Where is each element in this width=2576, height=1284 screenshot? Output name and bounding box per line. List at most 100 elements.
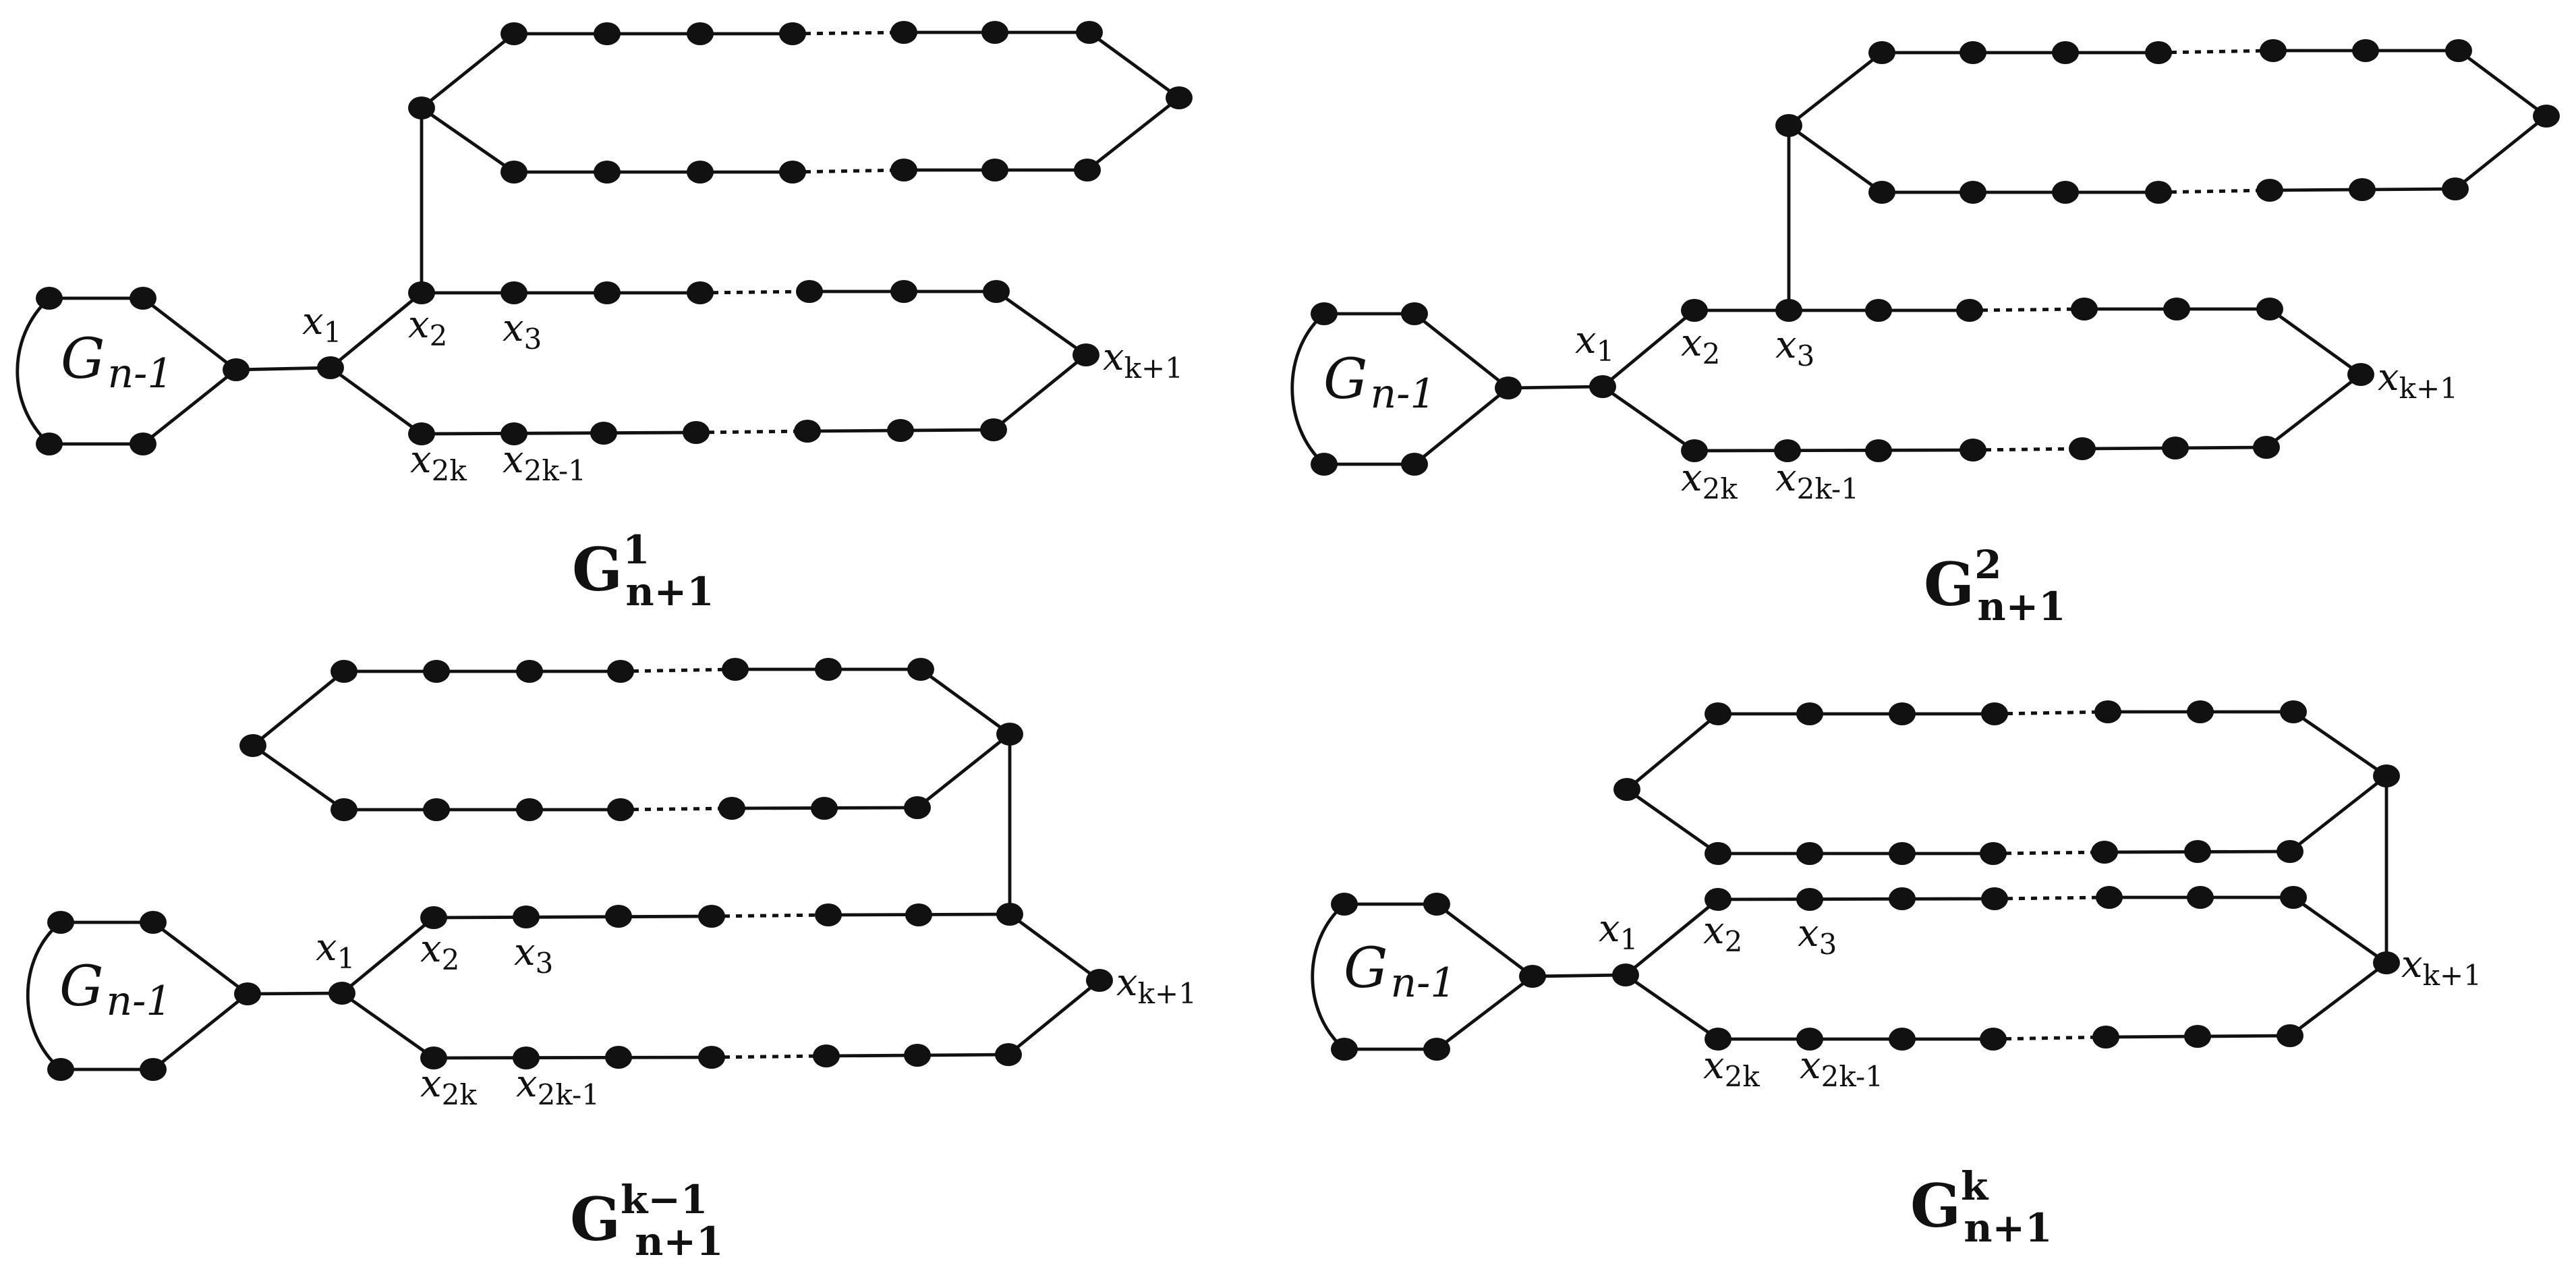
edge	[420, 430, 698, 436]
node	[1959, 181, 1986, 204]
label-x2k1: x2k-1	[1775, 456, 1859, 505]
label-x2: x2	[420, 927, 459, 976]
node	[1613, 778, 1640, 801]
node	[2187, 700, 2214, 723]
node	[2277, 1024, 2303, 1047]
node-x2k1	[1796, 1028, 1823, 1051]
node	[423, 660, 450, 683]
edge	[2268, 307, 2363, 376]
label-xk1: xk+1	[2378, 356, 2458, 405]
node	[1423, 1038, 1450, 1061]
blob-arc	[1290, 312, 1326, 466]
edge	[151, 920, 250, 996]
node-xk1	[2347, 363, 2374, 386]
node	[234, 982, 261, 1005]
node	[2052, 41, 2079, 64]
dotted-edge	[711, 1054, 827, 1059]
node	[996, 723, 1023, 746]
node	[2145, 41, 2172, 64]
node-x2k1	[513, 1046, 540, 1069]
node	[2253, 436, 2280, 459]
edge	[328, 366, 424, 436]
node	[1865, 439, 1892, 462]
edge	[1625, 712, 1720, 791]
node	[1796, 842, 1823, 865]
node	[1401, 302, 1428, 325]
node-x2k1	[500, 422, 527, 445]
node	[594, 22, 621, 45]
node	[36, 287, 63, 310]
edge	[432, 1055, 714, 1060]
node	[1868, 41, 1895, 64]
nodes	[1311, 39, 2560, 476]
dotted-edge	[1994, 895, 2110, 901]
node	[2162, 437, 2189, 459]
dotted-edge	[620, 806, 733, 812]
node	[1775, 114, 1802, 137]
node-x3	[500, 281, 527, 304]
label-x2k: x2k	[1703, 1044, 1760, 1093]
edge	[1435, 974, 1535, 1051]
node	[605, 905, 632, 928]
node	[36, 432, 63, 455]
node	[2091, 841, 2118, 864]
dotted-edge	[1993, 1035, 2107, 1041]
node	[47, 911, 74, 934]
node	[607, 660, 634, 683]
dotted-edge	[1972, 447, 2083, 452]
edge	[1787, 123, 1884, 194]
node	[1495, 376, 1522, 399]
node-x2k	[1681, 439, 1708, 462]
node-x2	[420, 906, 447, 929]
node	[223, 358, 250, 381]
label-x2: x2	[408, 303, 447, 352]
node	[2092, 1026, 2119, 1049]
node	[2096, 886, 2123, 909]
label-x2k: x2k	[1681, 456, 1738, 505]
node	[331, 660, 357, 683]
node-x2	[1681, 299, 1708, 322]
label-x2k: x2k	[420, 1062, 477, 1111]
node	[698, 1046, 725, 1069]
nodes	[1331, 700, 2400, 1061]
edge	[328, 291, 424, 370]
node	[2533, 105, 2560, 128]
node	[500, 22, 527, 45]
dotted-edge	[792, 30, 905, 36]
blob-label: Gn-1	[61, 327, 173, 397]
node	[1889, 702, 1916, 725]
edge	[2457, 49, 2548, 118]
dotted-edge	[1993, 850, 2105, 856]
node	[1868, 181, 1895, 204]
label-x1: x1	[302, 300, 341, 349]
label-x3: x3	[1775, 323, 1814, 372]
node	[1166, 86, 1193, 109]
edge	[994, 289, 1088, 357]
blob-label: Gn-1	[1323, 347, 1436, 418]
node	[1331, 893, 1358, 916]
edge	[2453, 114, 2548, 191]
node	[1796, 702, 1823, 725]
node	[1889, 887, 1916, 910]
node	[331, 798, 357, 821]
node	[2349, 178, 2376, 201]
node	[2163, 298, 2190, 320]
node	[1401, 453, 1428, 476]
blob-arc	[16, 296, 51, 446]
node	[2256, 179, 2283, 202]
node	[140, 911, 167, 934]
edge	[1787, 51, 1884, 128]
node	[1956, 299, 1983, 322]
node	[687, 281, 714, 304]
node-xk1	[1086, 969, 1113, 992]
edge	[1412, 312, 1510, 390]
node	[2442, 177, 2469, 200]
node	[2277, 840, 2303, 863]
edge	[1624, 973, 1720, 1041]
node	[1423, 893, 1450, 916]
node	[47, 1058, 74, 1081]
node	[2069, 437, 2096, 460]
